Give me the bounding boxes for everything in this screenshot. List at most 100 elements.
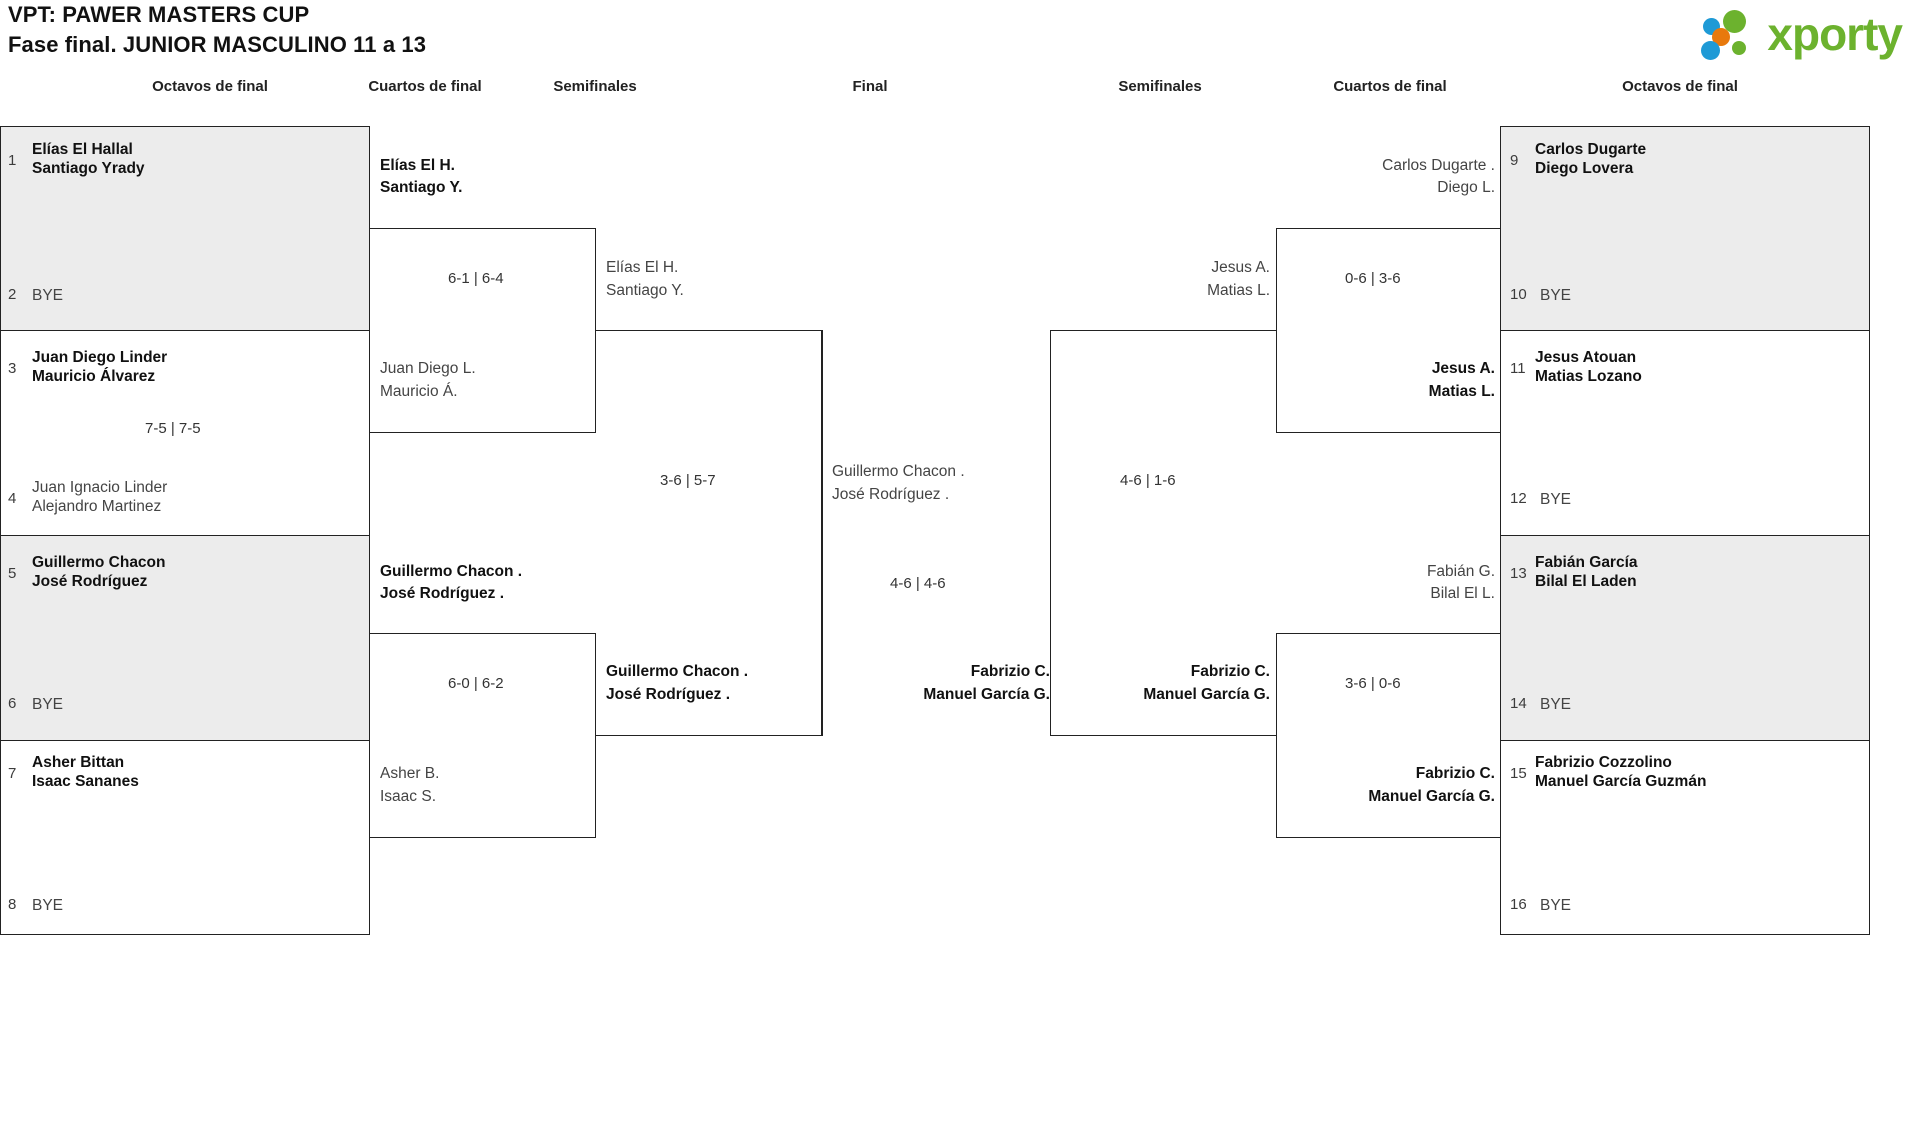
seed-number-1: 1 bbox=[8, 152, 17, 169]
round-header-left-qf: Cuartos de final bbox=[368, 78, 482, 95]
match-player-7-line2: Isaac Sananes bbox=[32, 773, 139, 790]
match-player-6-line1: BYE bbox=[32, 696, 64, 713]
match-player-3-line1: Juan Diego Linder bbox=[32, 349, 168, 366]
match-player-4-line1: Juan Ignacio Linder bbox=[32, 479, 168, 496]
r16-cell-2[interactable] bbox=[0, 330, 370, 536]
xporty-logo: xporty bbox=[1699, 6, 1903, 62]
qf-left-1-score: 6-1 | 6-4 bbox=[448, 270, 504, 287]
match-player-5-line1: Guillermo Chacon bbox=[32, 554, 166, 571]
match-player-15-line1: Fabrizio Cozzolino bbox=[1535, 754, 1672, 771]
seed-number-2: 2 bbox=[8, 286, 17, 303]
sf-left-2-line2: José Rodríguez . bbox=[606, 686, 731, 703]
match-player-7-line1: Asher Bittan bbox=[32, 754, 125, 771]
logo-dots-icon bbox=[1699, 8, 1761, 60]
seed-number-5: 5 bbox=[8, 565, 17, 582]
seed-number-6: 6 bbox=[8, 695, 17, 712]
page-subtitle: Fase final. JUNIOR MASCULINO 11 a 13 bbox=[8, 32, 427, 57]
seed-number-4: 4 bbox=[8, 490, 17, 507]
seed-number-12: 12 bbox=[1510, 490, 1527, 507]
qf-right-2-line2: Matias L. bbox=[1428, 383, 1495, 400]
seed-number-14: 14 bbox=[1510, 695, 1527, 712]
qf-right-3-score: 3-6 | 0-6 bbox=[1345, 675, 1401, 692]
r16-cell-5[interactable] bbox=[1500, 126, 1870, 331]
qf-left-3-line1: Guillermo Chacon . bbox=[380, 563, 523, 580]
connector-final-left bbox=[822, 330, 823, 736]
sf-left-2-line1: Guillermo Chacon . bbox=[606, 663, 749, 680]
match-player-8-line1: BYE bbox=[32, 897, 64, 914]
seed-number-3: 3 bbox=[8, 360, 17, 377]
match-player-1-line2: Santiago Yrady bbox=[32, 160, 145, 177]
r16-cell-6[interactable] bbox=[1500, 330, 1870, 536]
sf-left-1-line1: Elías El H. bbox=[606, 259, 679, 276]
match-player-12-line1: BYE bbox=[1540, 491, 1572, 508]
connector-left-qf-2 bbox=[370, 633, 596, 838]
match-player-14-line1: BYE bbox=[1540, 696, 1572, 713]
qf-left-4-line2: Isaac S. bbox=[380, 788, 436, 805]
r16-cell-4[interactable] bbox=[0, 740, 370, 935]
seed-number-8: 8 bbox=[8, 896, 17, 913]
qf-right-1-line2: Diego L. bbox=[1437, 179, 1495, 196]
qf-right-2-line1: Jesus A. bbox=[1431, 360, 1495, 377]
qf-left-3-line2: José Rodríguez . bbox=[380, 585, 505, 602]
final-right-line1: Fabrizio C. bbox=[970, 663, 1050, 680]
qf-left-3-score: 6-0 | 6-2 bbox=[448, 675, 504, 692]
match-player-11-line2: Matias Lozano bbox=[1535, 368, 1642, 385]
match-player-3-line2: Mauricio Álvarez bbox=[32, 368, 156, 385]
qf-left-2-line1: Juan Diego L. bbox=[380, 360, 476, 377]
match-player-11-line1: Jesus Atouan bbox=[1535, 349, 1637, 366]
round-header-right-r16: Octavos de final bbox=[1622, 78, 1738, 95]
final-right-line2: Manuel García G. bbox=[923, 686, 1050, 703]
seed-number-9: 9 bbox=[1510, 152, 1519, 169]
seed-number-15: 15 bbox=[1510, 765, 1527, 782]
qf-right-1-line1: Carlos Dugarte . bbox=[1382, 157, 1495, 174]
qf-left-1-line1: Elías El H. bbox=[380, 157, 455, 174]
final-left-line1: Guillermo Chacon . bbox=[832, 463, 965, 480]
sf-right-1-line2: Matias L. bbox=[1207, 282, 1270, 299]
match-player-9-line1: Carlos Dugarte bbox=[1535, 141, 1647, 158]
sf-left-1-line2: Santiago Y. bbox=[606, 282, 684, 299]
seed-number-7: 7 bbox=[8, 765, 17, 782]
round-header-final: Final bbox=[852, 78, 888, 95]
round-header-right-sf: Semifinales bbox=[1118, 78, 1202, 95]
match-player-15-line2: Manuel García Guzmán bbox=[1535, 773, 1707, 790]
r16-cell-3[interactable] bbox=[0, 535, 370, 741]
page-title: VPT: PAWER MASTERS CUP bbox=[8, 2, 310, 27]
sf-right-1-line1: Jesus A. bbox=[1211, 259, 1270, 276]
seed-number-10: 10 bbox=[1510, 286, 1527, 303]
r16-cell-1[interactable] bbox=[0, 126, 370, 331]
round-header-left-r16: Octavos de final bbox=[152, 78, 268, 95]
connector-right-qf-2 bbox=[1276, 633, 1502, 838]
connector-left-sf bbox=[596, 330, 822, 736]
seed-number-13: 13 bbox=[1510, 565, 1527, 582]
connector-left-qf-1 bbox=[370, 228, 596, 433]
final-left-line2: José Rodríguez . bbox=[832, 486, 950, 503]
r16-cell-7[interactable] bbox=[1500, 535, 1870, 741]
match-player-13-line1: Fabián García bbox=[1535, 554, 1638, 571]
qf-right-4-line2: Manuel García G. bbox=[1368, 788, 1495, 805]
qf-right-3-line1: Fabián G. bbox=[1426, 563, 1495, 580]
match-player-16-line1: BYE bbox=[1540, 897, 1572, 914]
sf-right-2-line2: Manuel García G. bbox=[1143, 686, 1270, 703]
match-player-4-line2: Alejandro Martinez bbox=[32, 498, 162, 515]
logo-wordmark: xporty bbox=[1767, 8, 1903, 60]
match-player-5-line2: José Rodríguez bbox=[32, 573, 148, 590]
qf-left-4-line1: Asher B. bbox=[380, 765, 440, 782]
match-player-1-line1: Elías El Hallal bbox=[32, 141, 133, 158]
connector-right-sf bbox=[1050, 330, 1276, 736]
qf-left-2-line2: Mauricio Á. bbox=[380, 383, 458, 400]
round-header-right-qf: Cuartos de final bbox=[1333, 78, 1447, 95]
seed-number-16: 16 bbox=[1510, 896, 1527, 913]
r16-cell-8[interactable] bbox=[1500, 740, 1870, 935]
match-player-10-line1: BYE bbox=[1540, 287, 1572, 304]
qf-right-4-line1: Fabrizio C. bbox=[1415, 765, 1495, 782]
final-score: 4-6 | 4-6 bbox=[890, 575, 946, 592]
connector-right-qf-1 bbox=[1276, 228, 1502, 433]
r16-score-2: 7-5 | 7-5 bbox=[145, 420, 201, 437]
match-player-13-line2: Bilal El Laden bbox=[1535, 573, 1637, 590]
match-player-9-line2: Diego Lovera bbox=[1535, 160, 1634, 177]
qf-right-1-score: 0-6 | 3-6 bbox=[1345, 270, 1401, 287]
qf-right-3-line2: Bilal El L. bbox=[1430, 585, 1495, 602]
sf-right-score: 4-6 | 1-6 bbox=[1120, 472, 1176, 489]
sf-left-score: 3-6 | 5-7 bbox=[660, 472, 716, 489]
